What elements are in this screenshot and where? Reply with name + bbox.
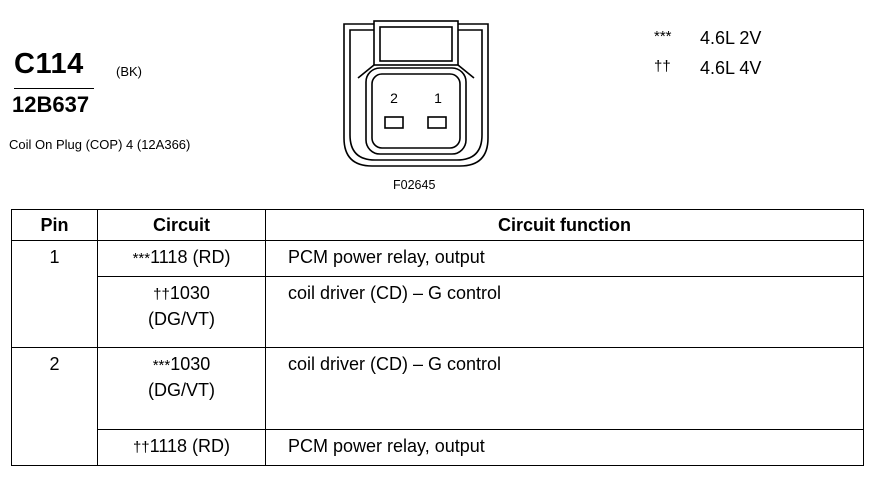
table-row: 1 ***1118 (RD) PCM power relay, output bbox=[11, 240, 864, 348]
header-circuit: Circuit bbox=[97, 209, 266, 241]
figure-id: F02645 bbox=[393, 178, 436, 192]
legend-text-4v: 4.6L 4V bbox=[700, 58, 762, 78]
connector-terminal-body bbox=[365, 67, 467, 155]
connector-id: C114 bbox=[14, 48, 84, 80]
connector-latch-inner bbox=[379, 26, 453, 62]
pin-2-socket bbox=[384, 116, 404, 129]
circuit-number: 1030 bbox=[170, 354, 211, 374]
circuit-cell: ***1030 (DG/VT) bbox=[97, 347, 266, 430]
legend-symbol-4v: †† bbox=[654, 58, 671, 75]
circuit-function: PCM power relay, output bbox=[265, 429, 864, 466]
part-number: 12B637 bbox=[12, 92, 90, 117]
circuit-number: 1118 (RD) bbox=[150, 247, 231, 267]
table-row: ††1030 (DG/VT) coil driver (CD) – G contr… bbox=[12, 276, 864, 348]
table-row: ††1118 (RD) PCM power relay, output bbox=[12, 429, 864, 466]
circuit-cell: ***1118 (RD) bbox=[97, 240, 266, 277]
connector-latch-arm-right bbox=[457, 64, 475, 79]
connector-latch-arm-left bbox=[357, 64, 375, 79]
pin-label-1: 1 bbox=[434, 90, 442, 106]
circuit-cell: ††1030 (DG/VT) bbox=[97, 276, 266, 348]
variant-symbol: *** bbox=[132, 250, 151, 267]
connector-terminal-inner bbox=[371, 73, 461, 149]
circuit-cell: ††1118 (RD) bbox=[97, 429, 266, 466]
connector-outer-shell bbox=[343, 23, 489, 167]
variant-symbol: *** bbox=[152, 357, 171, 374]
pin-label-2: 2 bbox=[390, 90, 398, 106]
connector-description: Coil On Plug (COP) 4 (12A366) bbox=[9, 137, 191, 152]
connector-inner-shell bbox=[349, 29, 483, 161]
circuit-color: (DG/VT) bbox=[148, 309, 215, 329]
pin-number: 2 bbox=[11, 347, 98, 466]
connector-color: (BK) bbox=[116, 64, 142, 79]
circuit-function: coil driver (CD) – G control bbox=[265, 276, 864, 348]
circuit-number: 1030 bbox=[169, 283, 210, 303]
pin-number: 1 bbox=[11, 240, 98, 348]
connector-face-diagram: 2 1 bbox=[343, 20, 489, 167]
header-pin: Pin bbox=[11, 209, 98, 241]
circuit-function: coil driver (CD) – G control bbox=[265, 347, 864, 430]
circuit-function: PCM power relay, output bbox=[265, 240, 864, 277]
pin-circuit-table: Pin Circuit Circuit function 1 ***1118 (… bbox=[11, 209, 864, 466]
circuit-color: (DG/VT) bbox=[148, 380, 215, 400]
table-row: 2 ***1030 (DG/VT) coil driver (CD) – G co… bbox=[11, 347, 864, 466]
title-underline bbox=[14, 88, 94, 89]
variant-symbol: †† bbox=[153, 286, 170, 303]
legend-symbol-2v: *** bbox=[654, 28, 672, 45]
table-header-row: Pin Circuit Circuit function bbox=[11, 209, 864, 241]
pin-1-socket bbox=[427, 116, 447, 129]
circuit-number: 1118 (RD) bbox=[149, 436, 231, 456]
legend-text-2v: 4.6L 2V bbox=[700, 28, 762, 48]
variant-symbol: †† bbox=[132, 439, 150, 456]
header-circuit-function: Circuit function bbox=[265, 209, 864, 241]
